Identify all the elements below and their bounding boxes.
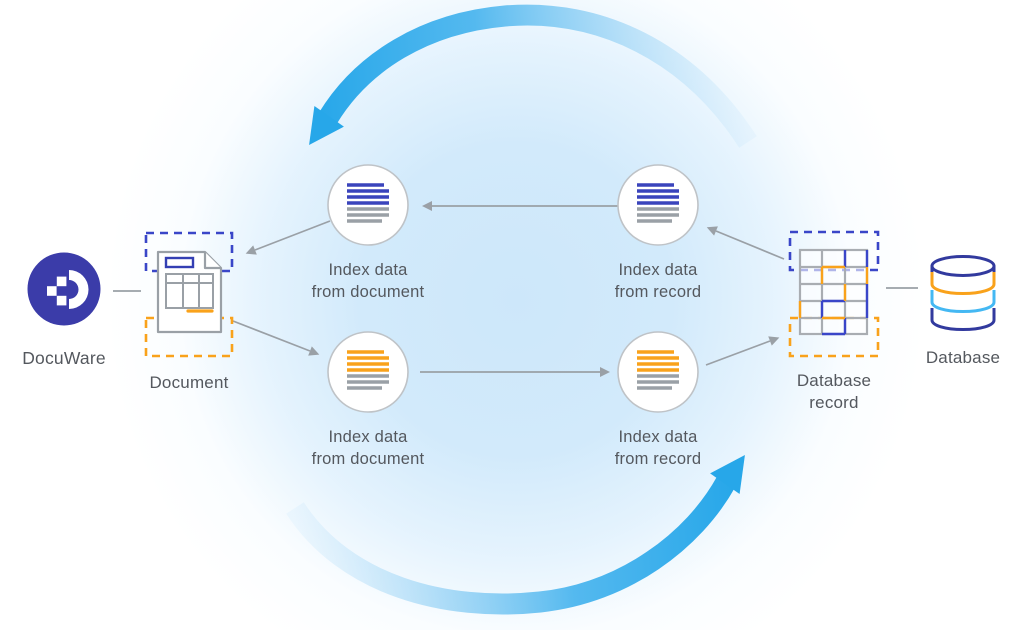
list-lines-blue-icon xyxy=(617,164,699,246)
index-top-left-line2: from document xyxy=(311,283,425,301)
index-bottom-left-label: Index data from document xyxy=(288,426,448,470)
database-cylinder-icon xyxy=(930,255,996,332)
index-top-right-line2: from record xyxy=(614,283,702,301)
database-record-line1: Database xyxy=(796,371,872,390)
index-top-right-label: Index data from record xyxy=(578,259,738,303)
database-record-line2: record xyxy=(809,393,859,412)
database-record-label: Database record xyxy=(754,370,914,414)
document-icon xyxy=(144,231,234,358)
index-bottom-right-label: Index data from record xyxy=(578,426,738,470)
document-title-field xyxy=(164,256,195,269)
curved-arrow-counterclockwise-icon xyxy=(309,4,757,148)
list-lines-orange-icon xyxy=(327,331,409,413)
arrow-record-to-index xyxy=(706,226,785,260)
index-top-left-label: Index data from document xyxy=(288,259,448,303)
curved-arrow-clockwise-icon xyxy=(286,454,745,615)
list-lines-blue-icon xyxy=(327,164,409,246)
docuware-label: DocuWare xyxy=(22,348,106,368)
index-bottom-left-line2: from document xyxy=(311,450,425,468)
database-label: Database xyxy=(925,348,1001,367)
list-lines-orange-icon xyxy=(617,331,699,413)
arrow-index-to-document xyxy=(245,220,331,255)
arrow-record-index-to-document-index xyxy=(422,201,618,211)
arrow-index-to-record xyxy=(705,336,780,366)
arrow-document-index-to-record-index xyxy=(420,367,610,377)
index-bottom-left-line1: Index data xyxy=(328,428,408,446)
document-label: Document xyxy=(149,373,229,392)
document-header-zone xyxy=(144,231,234,273)
arrow-document-to-index xyxy=(232,320,320,356)
index-top-left-line1: Index data xyxy=(328,261,408,279)
docuware-logo xyxy=(27,252,101,326)
index-bottom-right-line1: Index data xyxy=(618,428,698,446)
index-top-right-line1: Index data xyxy=(618,261,698,279)
table-grid-icon xyxy=(788,230,880,358)
document-table xyxy=(165,273,214,309)
index-bottom-right-line2: from record xyxy=(614,450,702,468)
